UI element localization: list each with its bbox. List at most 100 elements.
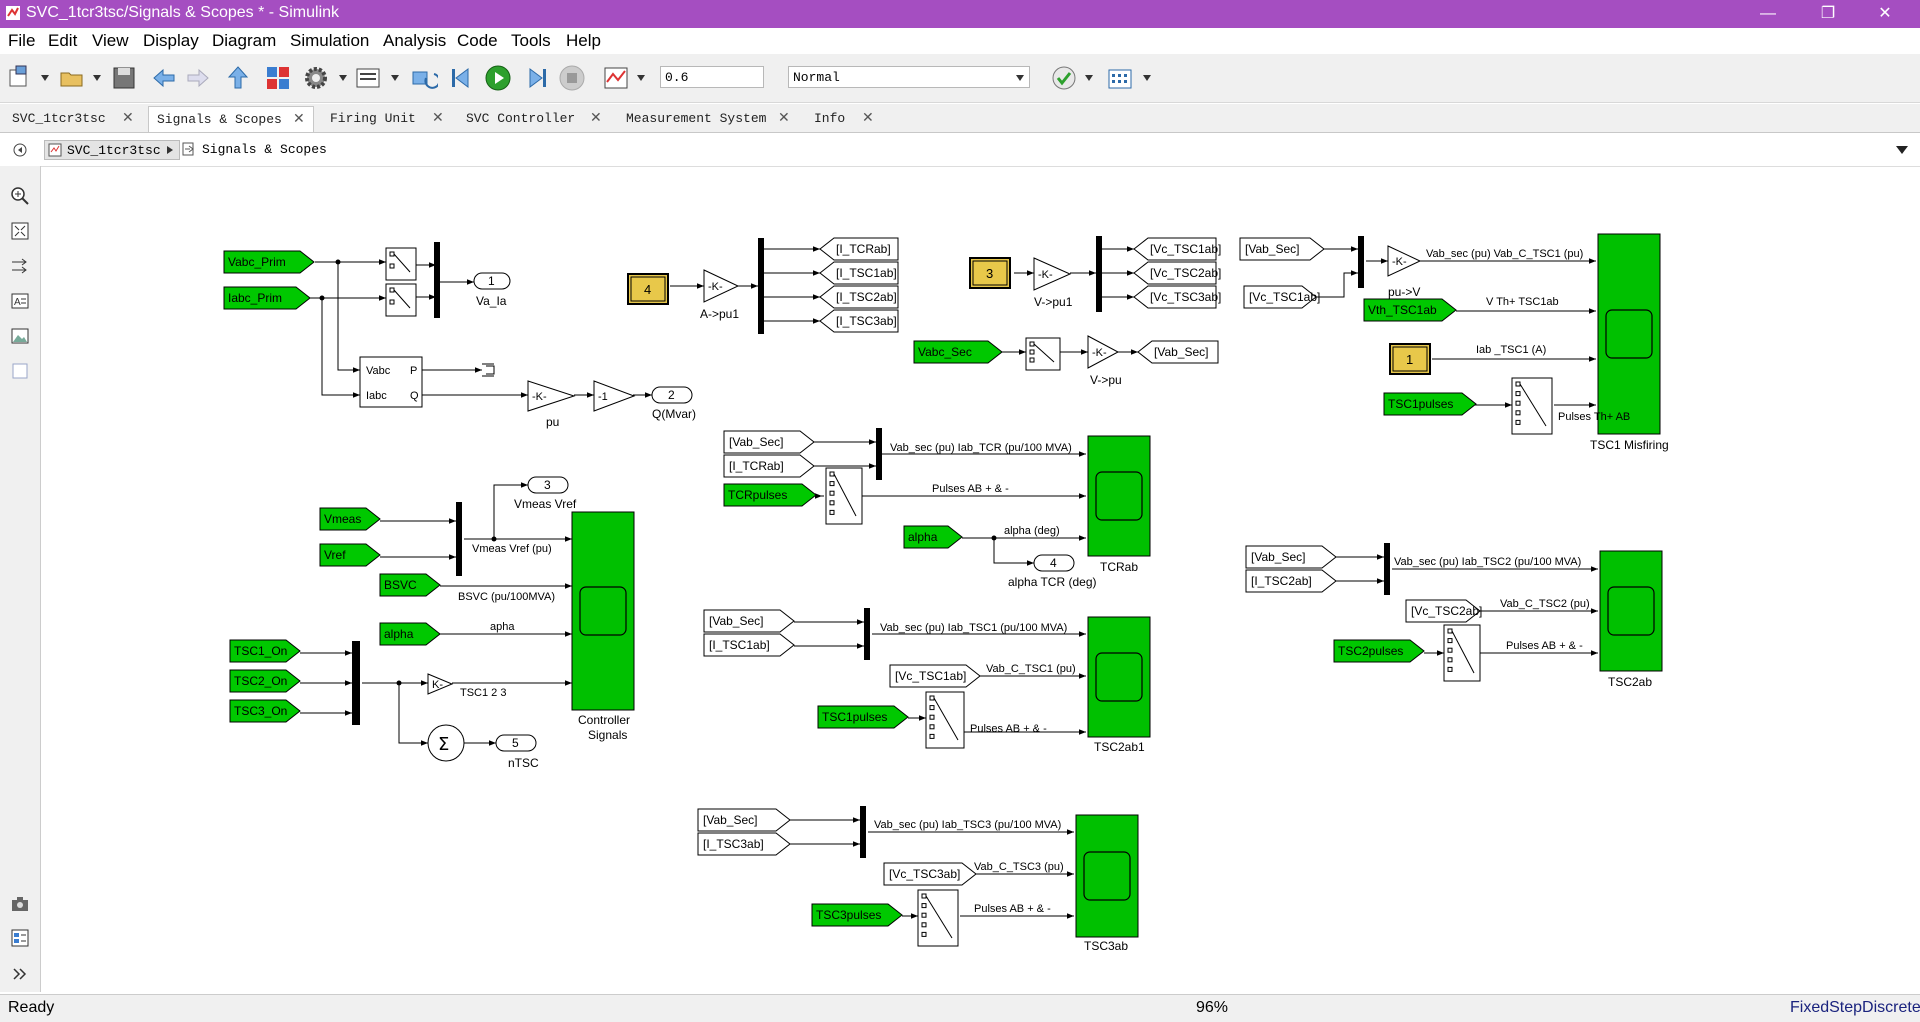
simulation-data-inspector-icon[interactable]	[602, 64, 630, 92]
minimize-button[interactable]: —	[1760, 5, 1776, 22]
advisor-dropdown-icon[interactable]	[1084, 74, 1094, 82]
from-tag-block[interactable]: [Vc_TSC1ab]	[1243, 285, 1320, 309]
restore-button[interactable]: ❐	[1820, 5, 1836, 22]
menu-analysis[interactable]: Analysis	[383, 31, 447, 50]
area-icon[interactable]	[10, 361, 30, 381]
gain-block[interactable]: K-	[427, 673, 454, 695]
forward-arrow-icon[interactable]	[184, 64, 212, 92]
terminator-block[interactable]	[482, 363, 495, 377]
new-dropdown-icon[interactable]	[40, 74, 50, 82]
goto-tag-block[interactable]: [Vab_Sec]	[1137, 340, 1219, 364]
from-block-green[interactable]: Iabc_Prim	[223, 286, 311, 310]
close-tab-icon[interactable]: ✕	[862, 111, 874, 127]
up-arrow-icon[interactable]	[224, 64, 252, 92]
from-tag-block[interactable]: [I_TSC1ab]	[703, 633, 795, 657]
scope-block[interactable]	[571, 511, 635, 711]
selector-block[interactable]	[1511, 377, 1553, 435]
from-block-green[interactable]: TSC3_On	[229, 699, 301, 723]
selector-block[interactable]	[825, 467, 863, 525]
tab-svc-controller[interactable]: SVC Controller✕	[458, 106, 608, 132]
from-tag-block[interactable]: [Vc_TSC2ab]	[1405, 599, 1482, 623]
close-tab-icon[interactable]: ✕	[778, 111, 790, 127]
stop-time-input[interactable]: 0.6	[660, 66, 764, 88]
constant-block[interactable]: 3	[969, 257, 1011, 289]
from-block-green[interactable]: Vmeas	[319, 507, 381, 531]
gain-block[interactable]: -K-	[1033, 257, 1072, 291]
screenshot-camera-icon[interactable]	[10, 894, 30, 914]
from-block-green[interactable]: alpha	[903, 525, 963, 549]
gain-block[interactable]: -K-	[703, 269, 740, 303]
stop-icon[interactable]	[558, 64, 586, 92]
tab-svc-1tcr3tsc[interactable]: SVC_1tcr3tsc✕	[4, 106, 146, 132]
tab-firing-unit[interactable]: Firing Unit✕	[322, 106, 448, 132]
selector-block[interactable]	[1443, 624, 1481, 682]
model-browser-icon[interactable]	[10, 928, 30, 948]
close-tab-icon[interactable]: ✕	[293, 112, 305, 128]
open-dropdown-icon[interactable]	[92, 74, 102, 82]
goto-tag-block[interactable]: [I_TCRab]	[819, 237, 899, 261]
fit-to-view-icon[interactable]	[10, 221, 30, 241]
annotation-icon[interactable]: A	[10, 291, 30, 311]
close-tab-icon[interactable]: ✕	[122, 111, 134, 127]
selector-block[interactable]	[925, 691, 965, 749]
run-icon[interactable]	[484, 64, 512, 92]
step-back-icon[interactable]	[448, 64, 476, 92]
breadcrumb-subsystem[interactable]: Signals & Scopes	[180, 140, 327, 160]
tab-measurement-system[interactable]: Measurement System✕	[618, 106, 794, 132]
breadcrumb-dropdown-icon[interactable]	[1896, 146, 1908, 154]
back-arrow-icon[interactable]	[150, 64, 178, 92]
from-tag-block[interactable]: [Vab_Sec]	[1239, 237, 1325, 261]
scope-block[interactable]	[1087, 616, 1151, 738]
settings-dropdown-icon[interactable]	[338, 74, 348, 82]
menu-edit[interactable]: Edit	[48, 31, 78, 50]
goto-tag-block[interactable]: [I_TSC2ab]	[819, 285, 899, 309]
from-tag-block[interactable]: [I_TSC2ab]	[1245, 569, 1337, 593]
gain-block[interactable]: -K-	[1087, 335, 1120, 369]
pq-measurement-block[interactable]: Vabc Iabc P Q	[359, 356, 423, 408]
goto-tag-block[interactable]: [I_TSC3ab]	[819, 309, 899, 333]
explorer-dropdown-icon[interactable]	[390, 74, 400, 82]
inspector-dropdown-icon[interactable]	[636, 74, 646, 82]
gain-block[interactable]: -1	[593, 380, 636, 412]
model-advisor-check-icon[interactable]	[1050, 64, 1078, 92]
image-icon[interactable]	[10, 326, 30, 346]
model-settings-gear-icon[interactable]	[302, 64, 330, 92]
constant-block[interactable]: 4	[627, 273, 669, 305]
from-block-green[interactable]: BSVC	[379, 573, 441, 597]
tab-info[interactable]: Info✕	[806, 106, 880, 132]
model-explorer-icon[interactable]	[354, 64, 382, 92]
from-block-green[interactable]: Vth_TSC1ab	[1363, 298, 1457, 322]
scope-block[interactable]	[1075, 814, 1139, 938]
from-block-green[interactable]: Vabc_Sec	[913, 340, 1003, 364]
from-tag-block[interactable]: [I_TSC3ab]	[697, 832, 791, 856]
menu-help[interactable]: Help	[566, 31, 601, 50]
open-folder-icon[interactable]	[58, 64, 86, 92]
gain-block[interactable]: -K-	[527, 380, 576, 412]
from-block-green[interactable]: TSC1pulses	[1383, 392, 1477, 416]
outport-block[interactable]: 2Q(Mvar)	[651, 386, 696, 421]
from-tag-block[interactable]: [Vc_TSC1ab]	[889, 664, 981, 688]
menu-simulation[interactable]: Simulation	[290, 31, 370, 50]
build-grid-icon[interactable]	[1106, 64, 1134, 92]
from-block-green[interactable]: TSC1pulses	[817, 705, 909, 729]
build-dropdown-icon[interactable]	[1142, 74, 1152, 82]
from-tag-block[interactable]: [Vab_Sec]	[1245, 545, 1337, 569]
solver-name[interactable]: FixedStepDiscrete	[1790, 999, 1920, 1016]
menu-tools[interactable]: Tools	[511, 31, 551, 50]
update-diagram-icon[interactable]	[410, 64, 438, 92]
scope-block[interactable]	[1087, 435, 1151, 557]
from-block-green[interactable]: TCRpulses	[723, 483, 817, 507]
goto-tag-block[interactable]: [Vc_TSC1ab]	[1133, 237, 1221, 261]
goto-tag-block[interactable]: [Vc_TSC3ab]	[1133, 285, 1221, 309]
library-browser-icon[interactable]	[264, 64, 292, 92]
route-lines-icon[interactable]	[10, 256, 30, 276]
from-tag-block[interactable]: [Vc_TSC3ab]	[883, 862, 977, 886]
goto-tag-block[interactable]: [I_TSC1ab]	[819, 261, 899, 285]
close-tab-icon[interactable]: ✕	[432, 111, 444, 127]
selector-block[interactable]	[1025, 337, 1061, 371]
from-block-green[interactable]: TSC2pulses	[1333, 639, 1425, 663]
from-block-green[interactable]: Vabc_Prim	[223, 250, 315, 274]
from-tag-block[interactable]: [Vab_Sec]	[697, 808, 791, 832]
